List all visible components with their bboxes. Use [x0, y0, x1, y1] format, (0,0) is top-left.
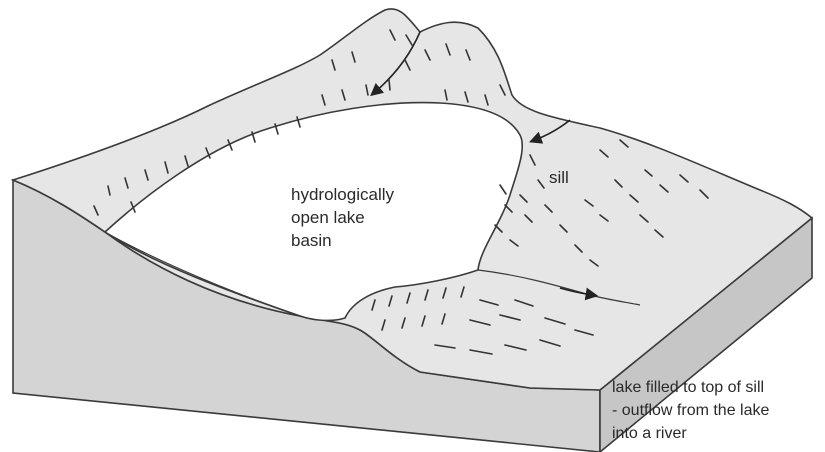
- lake-label-line-2: open lake: [291, 206, 394, 229]
- lake-label: hydrologically open lake basin: [291, 183, 394, 252]
- outflow-caption-line-2: - outflow from the lake: [612, 399, 769, 422]
- lake-label-line-3: basin: [291, 229, 394, 252]
- sill-label-text: sill: [549, 168, 569, 188]
- sill-label: sill: [549, 168, 569, 188]
- lake-label-line-1: hydrologically: [291, 183, 394, 206]
- outflow-caption-line-1: lake filled to top of sill: [612, 376, 769, 399]
- outflow-caption: lake filled to top of sill - outflow fro…: [612, 376, 769, 445]
- outflow-caption-line-3: into a river: [612, 422, 769, 445]
